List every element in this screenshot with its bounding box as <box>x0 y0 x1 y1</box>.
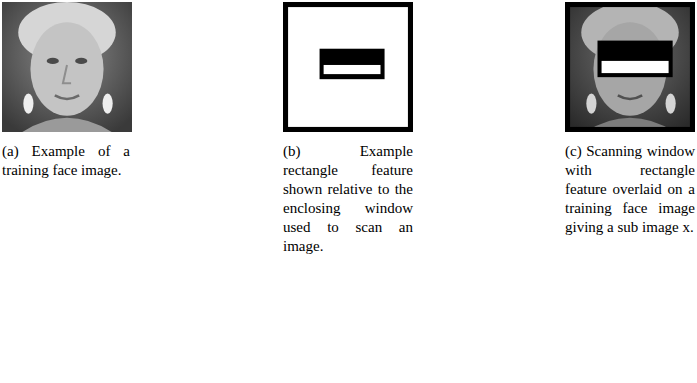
face-subimage <box>565 2 695 132</box>
light-rectangle <box>602 61 669 73</box>
scan-window <box>286 5 411 130</box>
face <box>30 22 103 115</box>
eye <box>47 58 59 64</box>
earring <box>23 93 33 113</box>
earring <box>666 93 676 113</box>
subfigure-caption: (a) Example of a training face image. <box>2 142 130 180</box>
scan-window <box>568 5 693 130</box>
photo-background <box>565 2 695 132</box>
mouth <box>618 95 642 99</box>
eye <box>75 58 87 64</box>
nose <box>63 65 71 83</box>
photo-background <box>2 2 132 132</box>
shoulders <box>22 118 111 132</box>
earring <box>586 93 596 113</box>
feature-window <box>283 2 413 132</box>
dark-rectangle <box>598 41 673 78</box>
light-rectangle <box>324 65 381 74</box>
face-photo <box>2 2 132 132</box>
subfigure-caption: (b) Example rectangle feature shown rela… <box>283 142 413 256</box>
dark-rectangle <box>320 49 385 79</box>
earring <box>103 93 113 113</box>
subfigure-caption: (c) Scanning window with rectangle featu… <box>565 142 695 237</box>
mouth <box>55 95 79 99</box>
